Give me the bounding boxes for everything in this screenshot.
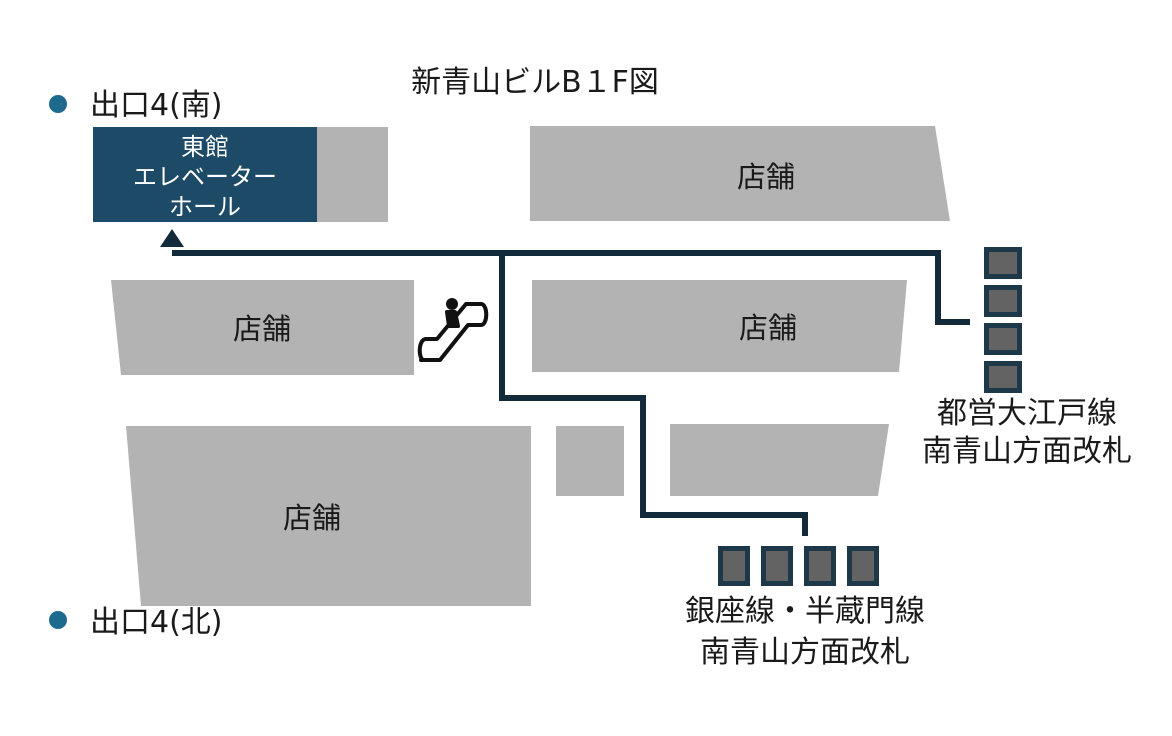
shop-mid-right-label: 店舗 [739,311,797,345]
elevator-hall-label-3: ホール [169,193,241,221]
shop-mid-right [532,280,907,372]
ticket-gate-icon [761,546,793,586]
shop-bottom-left-label: 店舗 [283,501,341,535]
route-path [172,250,970,536]
escalator-icon [417,298,489,362]
ticket-gate-icon [847,546,879,586]
shop-top-right-label: 店舗 [737,160,795,194]
shop-mid-left [111,280,414,375]
shop-block-small-top [317,127,388,222]
shop-mid-left-label: 店舗 [233,312,291,346]
shop-bottom-left [126,426,531,606]
shop-top-right [530,126,950,221]
elevator-hall-label-1: 東館 [181,133,229,161]
route-arrow-icon [160,229,184,247]
exit-dot-icon [49,611,67,629]
shop-block-small-bottom [556,426,624,496]
oedo-gate-label-2[interactable]: 南青山方面改札 [922,434,1132,469]
shop-block-bottom-right [670,424,889,496]
elevator-hall-block[interactable] [93,127,317,222]
map-title: 新青山ビルB１F図 [411,65,659,100]
exit-north-label[interactable]: 出口4(北) [90,605,223,640]
ticket-gate-icon [984,247,1022,279]
exit-south-label[interactable]: 出口4(南) [90,88,223,123]
ginza-gate-label-1[interactable]: 銀座線・半蔵門線 [685,594,925,629]
ticket-gate-icon [984,285,1022,317]
ticket-gate-icon [718,546,750,586]
elevator-hall-label-2: エレベーター [133,163,277,191]
ticket-gate-icon [804,546,836,586]
ticket-gate-icon [984,323,1022,355]
oedo-gate-label-1[interactable]: 都営大江戸線 [937,396,1117,431]
ginza-gate-label-2[interactable]: 南青山方面改札 [700,635,910,670]
ticket-gate-icon [984,361,1022,393]
exit-dot-icon [49,95,67,113]
